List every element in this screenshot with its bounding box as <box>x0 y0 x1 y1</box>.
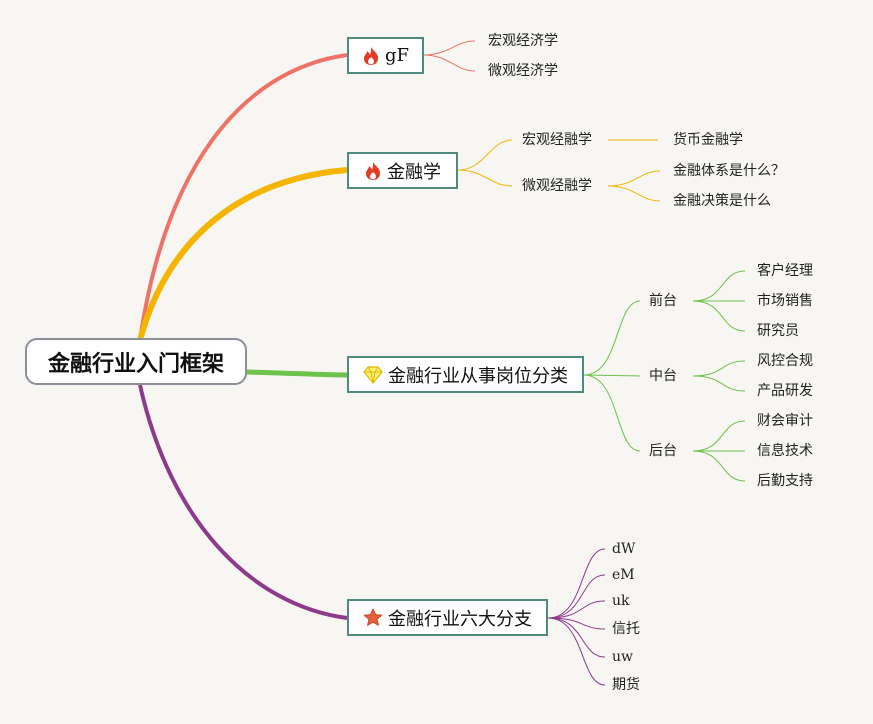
connector-root-jobs <box>245 369 348 378</box>
connector-root-gf <box>138 53 348 341</box>
root-topic[interactable]: 金融行业入门框架 <box>25 338 247 385</box>
sub-topic[interactable]: 后台 <box>649 443 677 459</box>
leaf-topic[interactable]: 后勤支持 <box>757 473 813 489</box>
sub-topic[interactable]: 前台 <box>649 293 677 309</box>
leaf-topic[interactable]: 金融决策是什么 <box>673 193 771 209</box>
leaf-topic[interactable]: dW <box>612 541 636 557</box>
fire-icon <box>362 46 380 66</box>
leaf-topic[interactable]: 财会审计 <box>757 413 813 429</box>
sub-topic[interactable]: 微观经融学 <box>522 178 592 194</box>
leaf-topic[interactable]: 宏观经济学 <box>488 33 558 49</box>
leaf-topic[interactable]: 产品研发 <box>757 383 813 399</box>
leaf-topic[interactable]: 研究员 <box>757 323 799 339</box>
leaf-topic[interactable]: 客户经理 <box>757 263 813 279</box>
connector-root-branches <box>138 384 348 620</box>
connector-root-finance <box>137 167 348 341</box>
leaf-topic[interactable]: 市场销售 <box>757 293 813 309</box>
leaf-topic[interactable]: 微观经济学 <box>488 63 558 79</box>
gem-icon <box>363 365 383 384</box>
branch-title: 金融学 <box>387 161 441 183</box>
branch-six-branches[interactable]: 金融行业六大分支 <box>347 599 548 636</box>
leaf-topic[interactable]: eM <box>612 567 635 583</box>
leaf-topic[interactable]: 货币金融学 <box>673 132 743 148</box>
fire-icon <box>364 161 382 181</box>
root-title: 金融行业入门框架 <box>47 351 224 377</box>
branch-gf[interactable]: gF <box>347 37 424 74</box>
branch-title: gF <box>384 45 409 66</box>
sub-topic[interactable]: 中台 <box>649 368 677 384</box>
leaf-topic[interactable]: uk <box>612 593 630 609</box>
star-icon <box>363 608 383 627</box>
branch-title: 金融行业从事岗位分类 <box>388 365 568 387</box>
leaf-topic[interactable]: 期货 <box>612 677 640 693</box>
sub-topic[interactable]: 宏观经融学 <box>522 132 592 148</box>
leaf-topic[interactable]: uw <box>612 649 633 665</box>
branch-jobs[interactable]: 金融行业从事岗位分类 <box>347 356 584 393</box>
leaf-topic[interactable]: 信托 <box>612 621 640 637</box>
leaf-topic[interactable]: 风控合规 <box>757 353 813 369</box>
leaf-topic[interactable]: 信息技术 <box>757 443 813 459</box>
branch-title: 金融行业六大分支 <box>388 608 532 630</box>
branch-finance[interactable]: 金融学 <box>347 152 458 189</box>
leaf-topic[interactable]: 金融体系是什么？ <box>673 163 785 179</box>
